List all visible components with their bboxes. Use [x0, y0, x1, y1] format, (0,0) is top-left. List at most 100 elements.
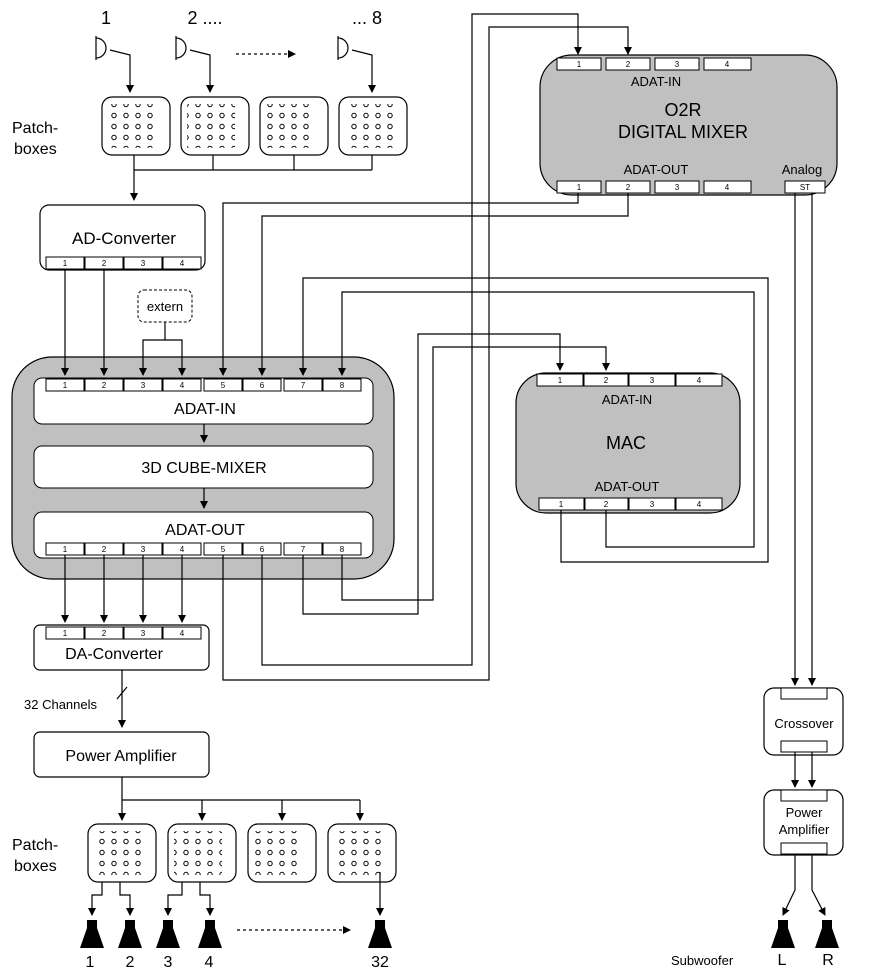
mac-title: MAC [606, 433, 646, 453]
sub-power-amplifier: Power Amplifier [763, 789, 844, 856]
speaker-icon-3 [156, 920, 180, 948]
cube-out-port-1: 1 [63, 545, 68, 554]
cube-in-port-1: 1 [63, 381, 68, 390]
speaker-label-1: 1 [86, 954, 95, 971]
speaker-r-label: R [822, 952, 834, 969]
da-converter: 1 2 3 4 DA-Converter [33, 624, 210, 671]
speaker-icon-1 [80, 920, 104, 948]
mac-adat-in-label: ADAT-IN [602, 392, 652, 407]
o2r-in-port-4: 4 [725, 60, 730, 69]
power-amp-bus-lines [118, 777, 364, 821]
ad-converter-ports: 1 2 3 4 [45, 256, 202, 270]
speaker-label-2: 2 [126, 954, 135, 971]
cube-in-port-7: 7 [301, 381, 306, 390]
sub-power-label-2: Amplifier [779, 822, 830, 837]
cube-in-port-5: 5 [221, 381, 226, 390]
mac-device: 1 2 3 4 ADAT-IN MAC ADAT-OUT 1 2 3 4 [515, 372, 741, 514]
patchbox-top-4 [338, 96, 408, 156]
da-port-4: 4 [180, 629, 185, 638]
sub-chain-lines [782, 193, 826, 916]
da-port-1: 1 [63, 629, 68, 638]
mic-label-2: 2 .... [187, 8, 222, 28]
patchbox-top-1 [101, 96, 171, 156]
mic-label-8: ... 8 [352, 8, 382, 28]
sub-power-label-1: Power [786, 805, 824, 820]
o2r-digital-mixer: 1 2 3 4 ADAT-IN O2R DIGITAL MIXER ADAT-O… [539, 54, 838, 196]
o2r-in-port-1: 1 [577, 60, 582, 69]
cube-out-port-3: 3 [141, 545, 146, 554]
ad-port-3: 3 [141, 259, 146, 268]
extern-label: extern [147, 299, 183, 314]
ad-port-4: 4 [180, 259, 185, 268]
mac-in-port-3: 3 [650, 376, 655, 385]
subwoofer-label: Subwoofer [671, 953, 734, 968]
o2r-adat-out-label: ADAT-OUT [624, 162, 689, 177]
ad-converter-label: AD-Converter [72, 229, 176, 248]
cube-in-port-8: 8 [340, 381, 345, 390]
cube-out-port-8: 8 [340, 545, 345, 554]
cube-adat-in-label: ADAT-IN [174, 401, 236, 418]
da-converter-label: DA-Converter [65, 646, 163, 663]
patchboxes-bottom-label-1: Patch- [12, 837, 58, 854]
patchboxes-top-label-1: Patch- [12, 120, 58, 137]
o2r-in-port-3: 3 [675, 60, 680, 69]
mac-out-port-2: 2 [604, 500, 609, 509]
o2r-out-port-4: 4 [725, 183, 730, 192]
ad-converter: AD-Converter 1 2 3 4 [39, 204, 206, 271]
speaker-l-label: L [778, 952, 787, 969]
patchbox-top-3 [259, 96, 329, 156]
speaker-label-4: 4 [205, 954, 214, 971]
cube-out-port-4: 4 [180, 545, 185, 554]
extern-box: extern [137, 289, 193, 323]
da-port-3: 3 [141, 629, 146, 638]
mac-in-port-2: 2 [604, 376, 609, 385]
da-port-2: 2 [102, 629, 107, 638]
cube-in-port-3: 3 [141, 381, 146, 390]
patchboxes-top-label-2: boxes [14, 141, 57, 158]
cube-in-port-2: 2 [102, 381, 107, 390]
speaker-feed-lines [88, 872, 384, 934]
mac-out-port-1: 1 [559, 500, 564, 509]
cube-in-ports: 1 2 3 4 5 6 7 8 [45, 378, 362, 392]
cube-out-ports: 1 2 3 4 5 6 7 8 [45, 542, 362, 556]
mac-adat-out-label: ADAT-OUT [595, 479, 660, 494]
routing-lines [61, 13, 769, 681]
mac-in-ports: 1 2 3 4 [536, 373, 723, 387]
patchbox-bottom-4 [327, 823, 397, 883]
mac-out-ports: 1 2 3 4 [538, 497, 723, 511]
speaker-label-3: 3 [164, 954, 173, 971]
cube-mixer-device: 1 2 3 4 5 6 7 8 ADAT-IN 3D CUBE-MIXER AD… [11, 356, 395, 580]
cube-out-port-5: 5 [221, 545, 226, 554]
speaker-icon-4 [198, 920, 222, 948]
mac-out-port-4: 4 [697, 500, 702, 509]
cube-in-port-4: 4 [180, 381, 185, 390]
ad-port-1: 1 [63, 259, 68, 268]
patchbox-bus-lines [130, 155, 373, 201]
mac-in-port-4: 4 [697, 376, 702, 385]
o2r-out-port-1: 1 [577, 183, 582, 192]
channels-label: 32 Channels [24, 697, 97, 712]
mac-in-port-1: 1 [558, 376, 563, 385]
cube-in-port-6: 6 [260, 381, 265, 390]
channels-link [116, 670, 128, 728]
o2r-in-ports: 1 2 3 4 [556, 57, 752, 71]
cube-out-port-6: 6 [260, 545, 265, 554]
cube-mixer-label: 3D CUBE-MIXER [141, 460, 266, 477]
da-converter-ports: 1 2 3 4 [45, 626, 202, 640]
o2r-out-port-2: 2 [626, 183, 631, 192]
o2r-analog-label: Analog [782, 162, 822, 177]
crossover-label: Crossover [774, 716, 834, 731]
mic-label-1: 1 [101, 8, 111, 28]
speaker-icon-32 [368, 920, 392, 948]
subwoofer-speaker-r-icon [815, 920, 839, 948]
o2r-in-port-2: 2 [626, 60, 631, 69]
o2r-st-port: ST [800, 183, 810, 192]
patchbox-top-2 [180, 96, 250, 156]
patchboxes-bottom-label-2: boxes [14, 858, 57, 875]
o2r-adat-in-label: ADAT-IN [631, 74, 681, 89]
o2r-out-ports: 1 2 3 4 ST [556, 180, 826, 194]
power-amplifier-label: Power Amplifier [65, 748, 177, 765]
microphone-1 [95, 36, 134, 93]
patchbox-bottom-2 [167, 823, 237, 883]
